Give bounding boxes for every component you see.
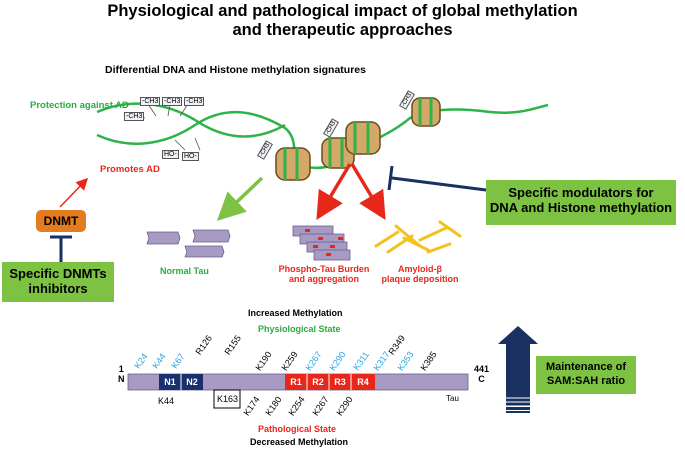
amyloid-plaque [374, 220, 462, 254]
phospho-tau-line-1: Phospho-Tau Burden [278, 264, 370, 274]
tau-region-R1 [285, 374, 307, 390]
amyloid-line-1: Amyloid-β [398, 264, 442, 274]
physiological-state-label: Physiological State [258, 324, 341, 334]
dnmt-inhibitors-line-1: Specific DNMTs [9, 266, 107, 281]
nucleosome-1 [275, 147, 311, 181]
phospho-tau-label: Phospho-Tau Burden and aggregation [274, 264, 374, 284]
tau-n-terminus: 1 N [118, 364, 125, 384]
tau-name-label: Tau [446, 394, 459, 403]
amyloid-label: Amyloid-β plaque deposition [378, 264, 462, 284]
increased-methylation-label: Increased Methylation [248, 308, 343, 318]
methyl-label-4: -CH3 [124, 112, 145, 121]
tau-end-num: 441 [474, 364, 490, 374]
normal-tau-label: Normal Tau [160, 266, 209, 276]
signatures-label: Differential DNA and Histone methylation… [105, 64, 366, 76]
dnmt-inhibitors-line-2: inhibitors [28, 281, 88, 296]
title-line-1: Physiological and pathological impact of… [107, 2, 578, 20]
phospho-tau-aggregate [292, 225, 351, 261]
amyloid-arrow [350, 163, 386, 221]
methyl-label-3: -CH3 [184, 97, 205, 106]
phospho-tau-arrow [316, 163, 352, 221]
dnmt-inhibitors-box: Specific DNMTs inhibitors [2, 262, 114, 302]
dnmt-inhibition-bar [50, 235, 72, 262]
tau-region-N2 [181, 374, 203, 390]
tau-start-letter: N [118, 374, 125, 384]
nucleosome-3 [345, 121, 381, 155]
tau-start-num: 1 [118, 364, 124, 374]
tau-region-label-R3: R3 [334, 377, 346, 387]
tau-end-letter: C [478, 374, 485, 384]
modulators-inhibition-bar [387, 165, 487, 192]
protection-label: Protection against AD [30, 100, 129, 111]
decreased-methylation-label: Decreased Methylation [250, 437, 349, 447]
ho-label-1: HO- [162, 150, 179, 159]
dnmt-promotes-arrow [59, 177, 89, 208]
residue-bottom-K163: K163 [217, 394, 239, 404]
tau-region-R3 [329, 374, 351, 390]
tau-region-label-R4: R4 [357, 377, 369, 387]
tau-c-terminus: 441 C [474, 364, 489, 384]
dnmt-box: DNMT [36, 210, 86, 232]
modulators-box: Specific modulators for DNA and Histone … [486, 180, 676, 225]
maintenance-line-2: SAM:SAH ratio [546, 375, 626, 387]
tau-region-label-R2: R2 [312, 377, 324, 387]
tau-region-N1 [159, 374, 181, 390]
k163-box [213, 389, 241, 409]
title-line-2: and therapeutic approaches [232, 21, 453, 39]
maintenance-line-1: Maintenance of [545, 361, 627, 373]
tau-region-label-N2: N2 [186, 377, 198, 387]
normal-tau-arrow [216, 176, 264, 221]
maintenance-up-arrow [498, 326, 538, 413]
modulators-line-2: DNA and Histone methylation [489, 200, 673, 215]
tau-region-dividers [180, 374, 352, 390]
tau-region-label-N1: N1 [164, 377, 176, 387]
promotes-label: Promotes AD [100, 164, 160, 175]
methyl-label-1: -CH3 [140, 97, 161, 106]
phospho-tau-line-2: and aggregation [288, 274, 359, 284]
modulators-line-1: Specific modulators for [508, 185, 654, 200]
tau-region-R4 [351, 374, 375, 390]
amyloid-line-2: plaque deposition [381, 274, 459, 284]
figure-title: Physiological and pathological impact of… [0, 2, 685, 40]
nucleosome-4 [411, 97, 441, 127]
maintenance-box: Maintenance of SAM:SAH ratio [536, 356, 636, 394]
residue-bottom-K44: K44 [158, 396, 175, 406]
methyl-label-2: -CH3 [162, 97, 183, 106]
ho-label-2: HO- [182, 152, 199, 161]
pathological-state-label: Pathological State [258, 424, 337, 434]
normal-tau-fragments [146, 229, 231, 258]
tau-region-R2 [307, 374, 329, 390]
tau-region-label-R1: R1 [290, 377, 302, 387]
phosphate-marks [305, 229, 343, 256]
